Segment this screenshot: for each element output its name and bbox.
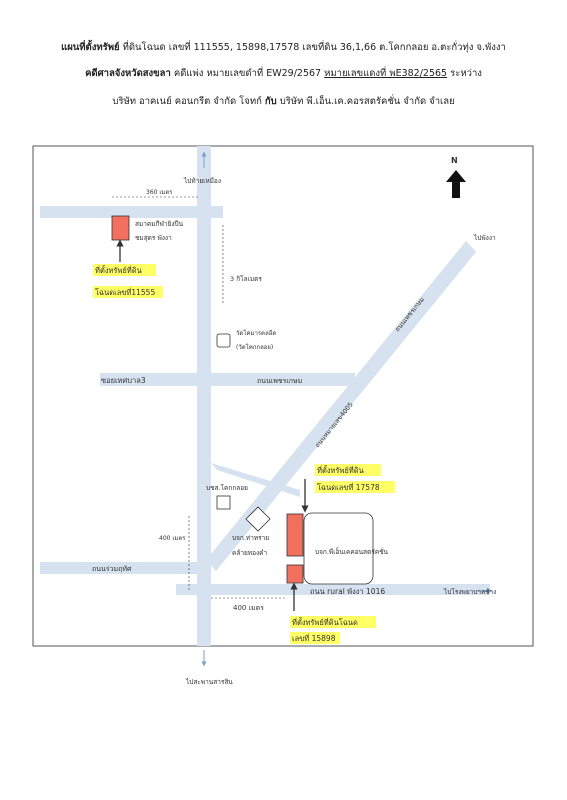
header-line-2: คดีศาลจังหวัดสงขลา คดีแพ่ง หมายเลขดำที่ … xyxy=(0,66,567,81)
label-plot3-line1: ที่ตั้งทรัพย์ที่ดินโฉนด xyxy=(292,617,358,627)
road-side-link xyxy=(211,463,300,497)
highlight-plot1-line1 xyxy=(93,264,156,276)
label-400m-horizontal: 400 เมตร xyxy=(233,604,264,612)
header-title: แผนที่ตั้งทรัพย์ xyxy=(61,42,120,53)
north-arrow-icon xyxy=(446,170,466,198)
header-defendant: บริษัท พี.เอ็น.เค.คอรสตรัคชั่น จำกัด จำเ… xyxy=(279,96,455,107)
highlight-plot2-line1 xyxy=(315,464,381,476)
plot-17578 xyxy=(286,513,304,557)
road-4005-diagonal xyxy=(206,241,476,571)
header-property-info: ที่ดินโฉนด เลขที่ 111555, 15898,17578 เล… xyxy=(122,42,506,53)
label-to-south: ไปสะพานสารสิน xyxy=(185,678,233,686)
label-school: บชส.โคกกลอย xyxy=(206,484,248,492)
label-temple-1: วัดโคมารคลอีด xyxy=(236,329,276,337)
company-building xyxy=(303,512,374,585)
header-versus: กับ xyxy=(264,96,277,107)
header-line-3: บริษัท อาคเนย์ คอนกรีต จำกัด โจทก์ กับ บ… xyxy=(0,94,567,109)
road-phetkasem-horizontal xyxy=(100,373,355,386)
label-road-ruam: ถนนร่วมฤทัศ xyxy=(92,565,132,573)
label-to-hospital: ไปโรงพยาบาลช้าง xyxy=(443,588,496,596)
road-rural-1016 xyxy=(176,584,490,595)
label-road-rural: ถนน rural พังงา 1016 xyxy=(310,587,385,596)
label-company: บจก.พีเอ็นเคคอนสตรัคชั่น xyxy=(315,547,388,556)
label-soi-tesaban: ซอยเทศบาล3 xyxy=(101,376,146,385)
label-phetkasem: ถนนเพชรเกษม xyxy=(257,377,302,385)
main-road-vertical xyxy=(197,146,211,646)
label-to-north: ไปท้ายเหมือง xyxy=(183,177,221,185)
label-shop-1: บจก.ท่าทราย xyxy=(232,534,269,542)
north-label: N xyxy=(451,156,458,165)
map-frame xyxy=(32,145,534,647)
header-case-red: หมายเลขแดงที่ พE382/2565 xyxy=(324,68,448,79)
label-plot3-line2: เลขที่ 15898 xyxy=(292,633,336,643)
highlight-plot3-line2 xyxy=(290,632,340,644)
label-temple-2: (วัดโคกกลอย) xyxy=(236,343,273,351)
plot-11555 xyxy=(111,215,130,241)
highlight-plot2-line2 xyxy=(315,481,395,493)
highlight-plot1-line2 xyxy=(93,286,163,298)
header-line-1: แผนที่ตั้งทรัพย์ ที่ดินโฉนด เลขที่ 11155… xyxy=(0,40,567,55)
label-400m-vertical: 400 เมตร xyxy=(159,535,186,542)
header-case-black: คดีแพ่ง หมายเลขดำที่ EW29/2567 xyxy=(173,68,322,79)
label-plot2-line1: ที่ตั้งทรัพย์ที่ดิน xyxy=(317,465,364,475)
label-plot2-line2: โฉนดเลขที่ 17578 xyxy=(317,482,380,492)
shop-marker xyxy=(245,506,271,532)
label-association-2: ชมสุดร พังงา xyxy=(135,234,172,242)
label-plot1-line1: ที่ตั้งทรัพย์ที่ดิน xyxy=(95,265,142,275)
label-3km: 3 กิโลเมตร xyxy=(230,275,262,283)
header-court: คดีศาลจังหวัดสงขลา xyxy=(85,68,171,79)
label-association-1: สมาคมกีฬายิงปืน xyxy=(135,220,184,228)
road-top-horizontal xyxy=(40,206,223,218)
highlight-plot3-line1 xyxy=(290,616,376,628)
label-to-phangnga: ไปพังงา xyxy=(473,234,496,242)
school-marker xyxy=(216,495,231,510)
header-plaintiff: บริษัท อาคเนย์ คอนกรีต จำกัด โจทก์ xyxy=(112,96,262,107)
header-between: ระหว่าง xyxy=(450,68,482,79)
temple-marker xyxy=(216,333,231,348)
label-plot1-line2: โฉนดเลขที่11555 xyxy=(95,287,155,297)
plot-15898 xyxy=(286,564,304,584)
label-shop-2: คล้ายทองคำ xyxy=(232,549,268,557)
road-ruam-horizontal xyxy=(40,562,210,574)
label-360m: 360 เมตร xyxy=(146,189,173,196)
